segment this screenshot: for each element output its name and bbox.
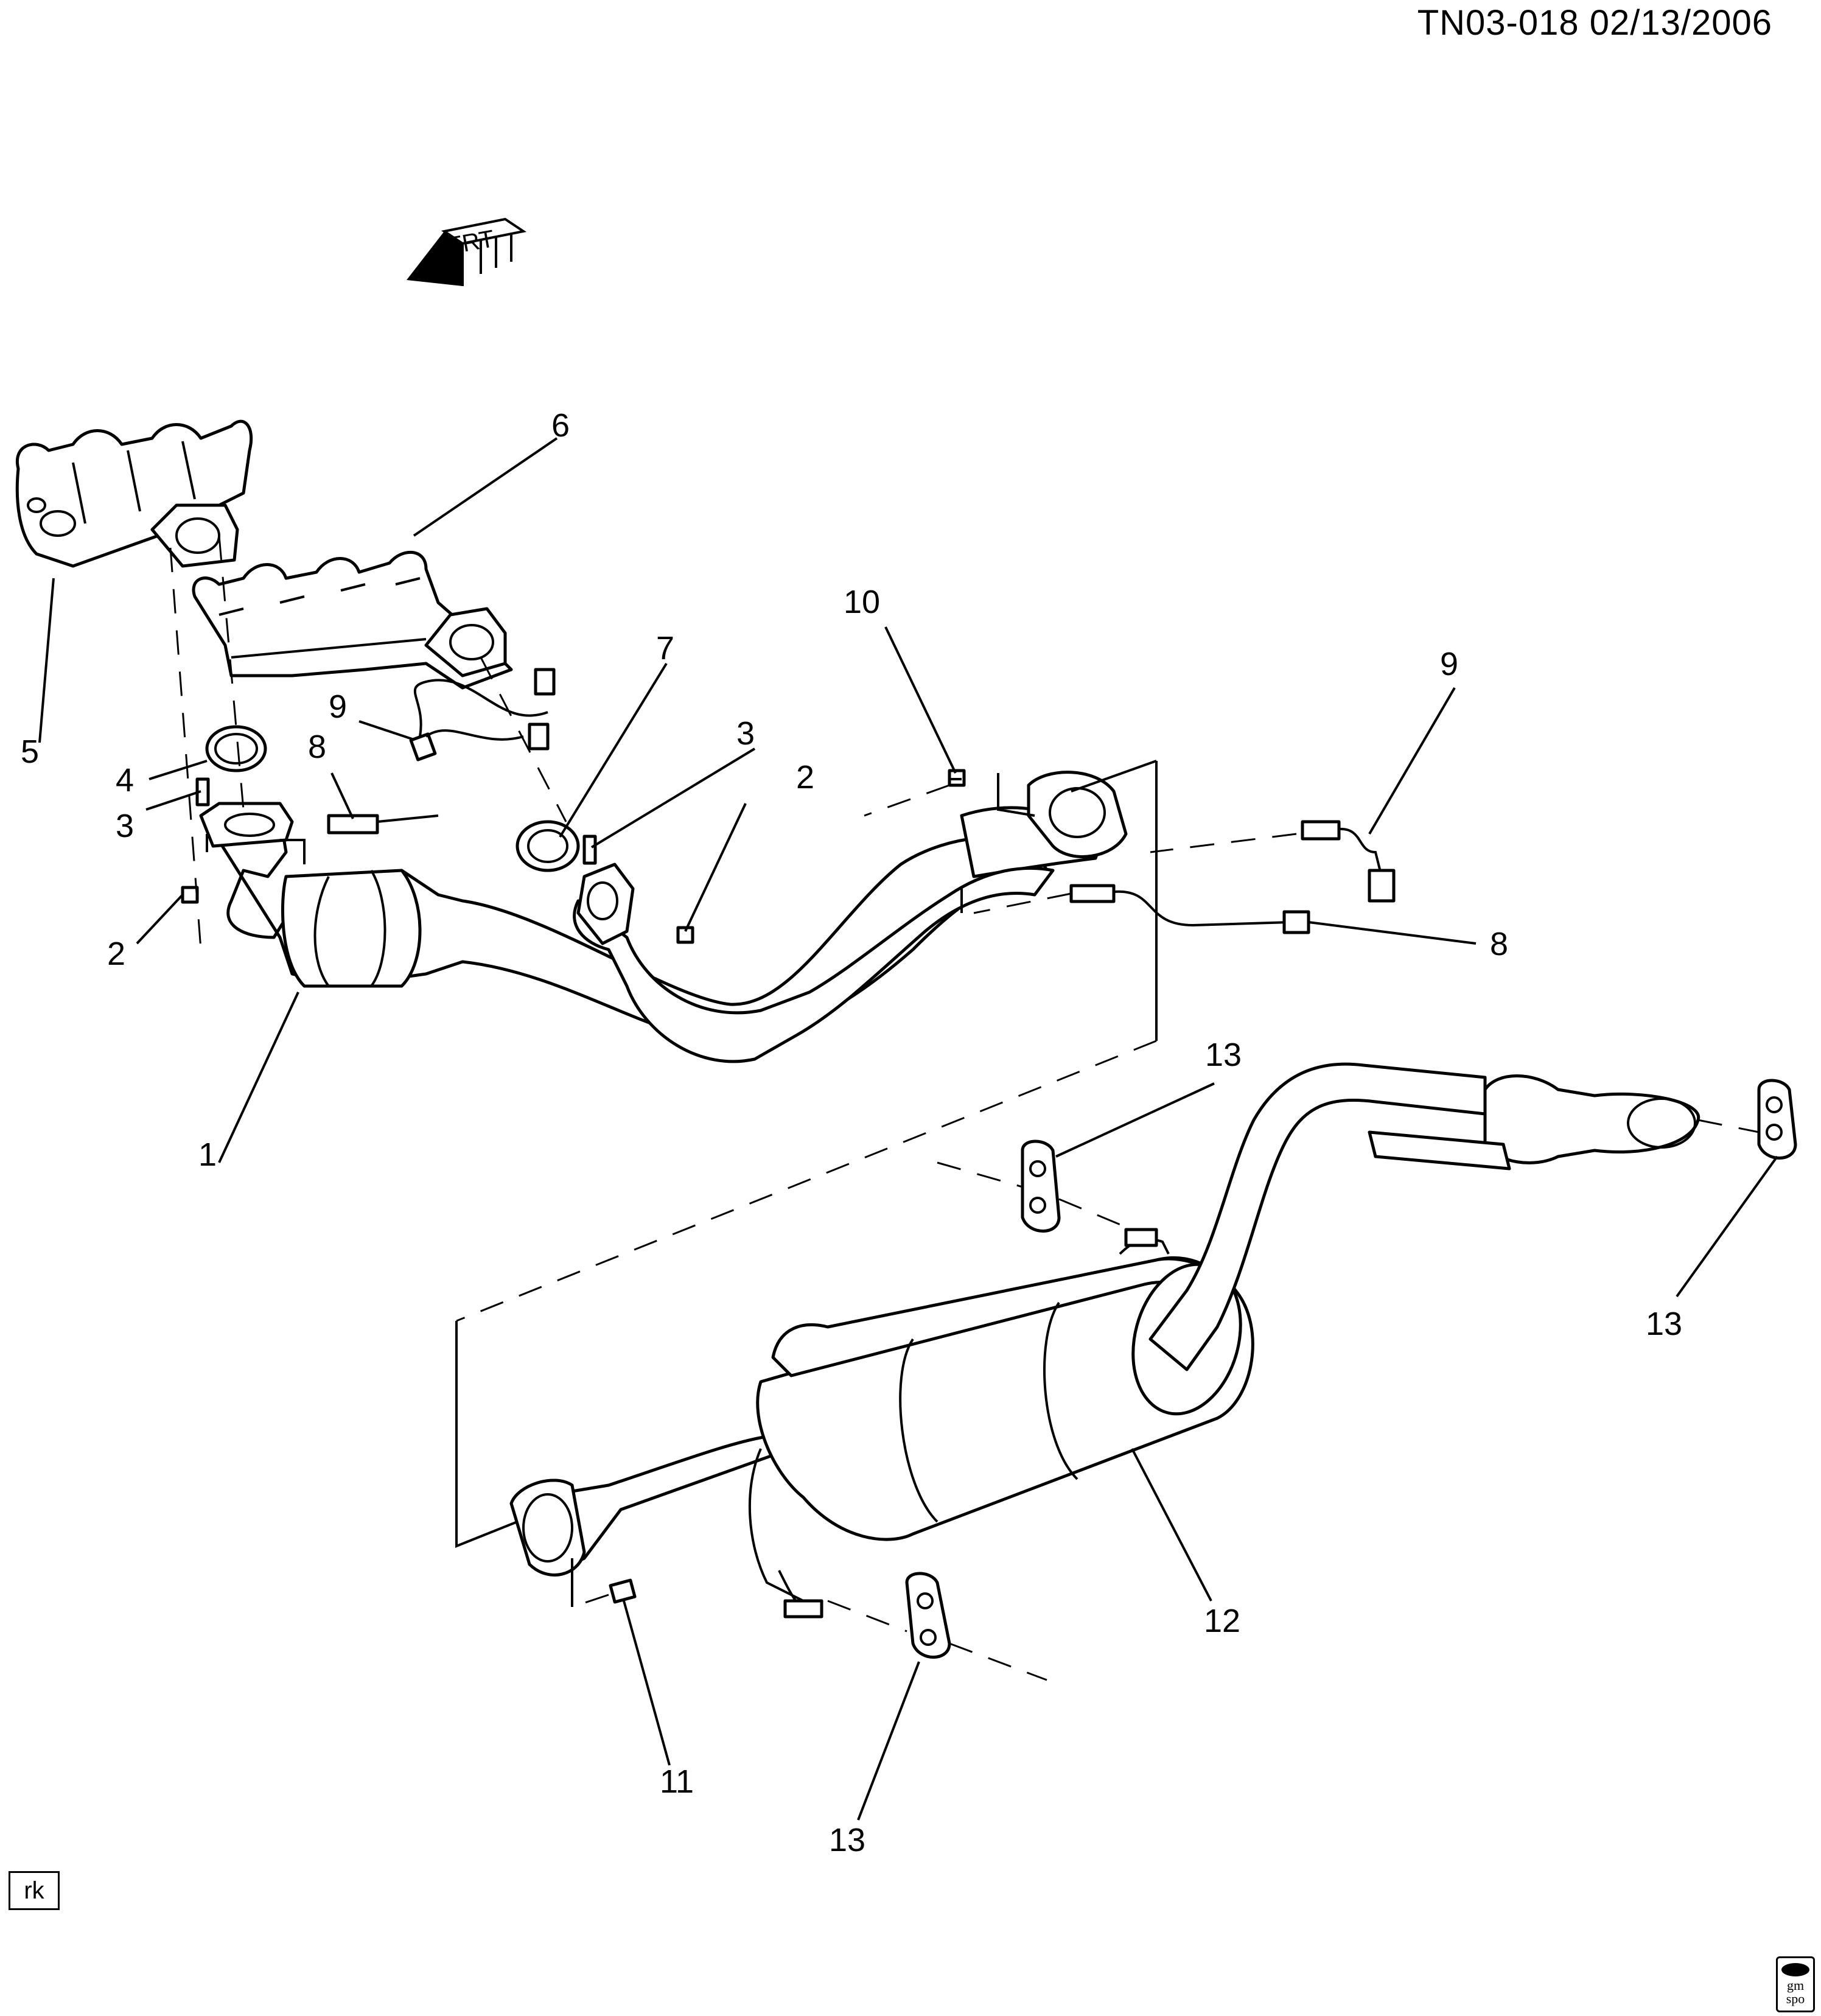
oxygen-sensor-mid-left xyxy=(327,814,439,835)
callout-6: 6 xyxy=(551,407,570,444)
stud-right xyxy=(582,835,597,865)
callout-3-right: 3 xyxy=(736,715,755,752)
pipe-inlet-flange xyxy=(199,802,294,848)
right-exhaust-manifold xyxy=(192,550,513,690)
callout-1: 1 xyxy=(198,1136,217,1173)
initials-box: rk xyxy=(9,1871,60,1910)
muffler-stud xyxy=(609,1578,637,1604)
gm-spo-logo: gm spo xyxy=(1776,1956,1815,2012)
callout-4: 4 xyxy=(116,762,135,799)
callout-3-left: 3 xyxy=(116,808,135,844)
callout-8-right: 8 xyxy=(1490,926,1509,962)
assembly-lines xyxy=(169,535,1760,1681)
right-manifold-flange xyxy=(424,607,507,677)
callout-13-lower: 13 xyxy=(829,1822,866,1858)
callout-9-right: 9 xyxy=(1440,646,1459,682)
callout-2-left: 2 xyxy=(107,936,126,972)
left-manifold-flange xyxy=(150,503,239,568)
exhaust-pipe-with-converters xyxy=(205,806,1103,1063)
callout-8-left: 8 xyxy=(308,729,327,765)
callout-13-right: 13 xyxy=(1646,1306,1683,1342)
nut-left xyxy=(181,886,199,904)
oxygen-sensor-right-9 xyxy=(1301,820,1396,903)
callout-2-right: 2 xyxy=(796,759,815,796)
callout-11: 11 xyxy=(660,1763,694,1800)
callout-7: 7 xyxy=(656,630,675,667)
muffler-inlet-flange xyxy=(509,1479,586,1577)
hanger-insulator-lower xyxy=(905,1572,951,1659)
callout-10: 10 xyxy=(844,584,881,620)
muffler-assembly xyxy=(520,1062,1700,1619)
oxygen-sensor-right-8 xyxy=(1069,884,1310,934)
gm-logo-oval-icon xyxy=(1781,1963,1809,1976)
callout-9-left: 9 xyxy=(329,688,348,725)
oxygen-sensor-upper-left xyxy=(409,668,556,761)
callout-12: 12 xyxy=(1204,1603,1241,1639)
front-arrow-icon: FRT xyxy=(407,217,527,286)
hanger-insulator-upper xyxy=(1021,1139,1061,1233)
callout-13-upper: 13 xyxy=(1205,1037,1242,1073)
left-exhaust-manifold xyxy=(15,419,253,568)
leader-lines xyxy=(38,437,1778,1821)
gm-logo-bottom-text: spo xyxy=(1786,1991,1805,2006)
callout-5: 5 xyxy=(21,733,40,770)
document-id: TN03-018 02/13/2006 xyxy=(1417,3,1772,43)
hanger-insulator-right xyxy=(1757,1079,1797,1160)
gm-logo-top-text: gm xyxy=(1786,1978,1805,1993)
